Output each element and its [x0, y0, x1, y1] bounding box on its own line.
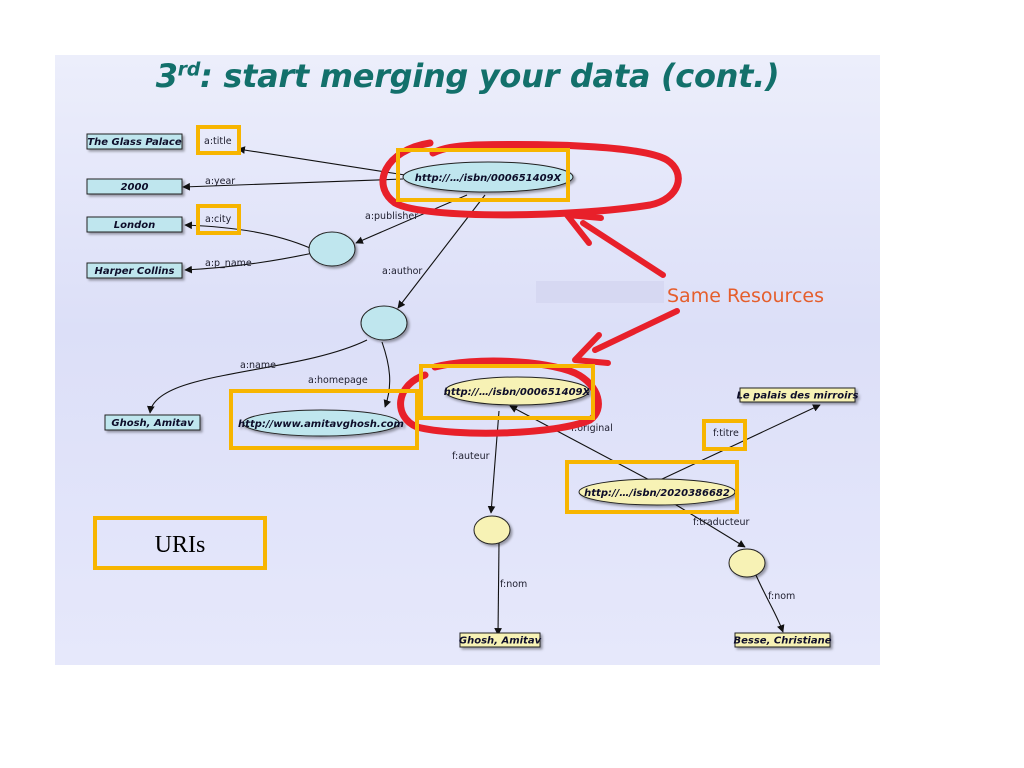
- literal-ghosh-amitav-yellow: Ghosh, Amitav: [459, 636, 542, 647]
- edge-label-auteur: f:auteur: [452, 451, 490, 462]
- callout-same-resources-backdrop: [536, 281, 664, 303]
- literal-ghosh-amitav-blue: Ghosh, Amitav: [111, 418, 194, 429]
- highlight-homepage: [229, 389, 419, 450]
- yellow-literal-besse: Besse, Christiane: [734, 632, 832, 648]
- title-number: 3: [155, 57, 178, 95]
- edge-p-name: [184, 252, 314, 274]
- edge-labels: a:title a:year a:city a:p_name a:publish…: [204, 136, 795, 602]
- edge-label-traducteur: f:traducteur: [693, 517, 750, 528]
- blank-node-auteur: [473, 515, 511, 545]
- edge-label-original: f:original: [571, 423, 613, 434]
- edge-homepage: [381, 341, 391, 408]
- highlight-isbn-blue: [396, 148, 570, 202]
- highlight-f-titre: [702, 419, 747, 451]
- uri-text-isbn-yellow: http://…/isbn/000651409X: [444, 387, 592, 398]
- legend-uris-box: [93, 516, 267, 570]
- red-circle-blue-isbn: [379, 139, 682, 219]
- uri-node-homepage: http://www.amitavghosh.com: [238, 409, 404, 437]
- rdf-graph-diagram: The Glass Palace 2000 London Harper Coll…: [86, 125, 859, 648]
- red-annotations: [379, 139, 682, 437]
- uri-text-isbn-blue: http://…/isbn/000651409X: [415, 173, 563, 184]
- uri-text-isbn-french: http://…/isbn/2020386682: [584, 488, 730, 499]
- highlight-isbn-french: [565, 460, 739, 514]
- red-arrow-upper: [580, 220, 666, 278]
- literal-the-glass-palace: The Glass Palace: [87, 137, 182, 148]
- blank-node-author: [360, 305, 408, 341]
- uri-text-homepage: http://www.amitavghosh.com: [238, 419, 404, 430]
- literal-harper-collins: Harper Collins: [95, 266, 175, 277]
- blank-node-publisher: [308, 231, 356, 267]
- slide-title: 3rd: start merging your data (cont.): [55, 57, 880, 95]
- edge-nom-left: [494, 542, 502, 636]
- edge-year: [182, 178, 404, 191]
- red-arrow-upper-head: [564, 212, 604, 246]
- edge-label-p-name: a:p_name: [205, 258, 252, 269]
- slide: 3rd: start merging your data (cont.): [55, 55, 880, 665]
- edge-label-name: a:name: [240, 360, 276, 371]
- literal-besse-christiane: Besse, Christiane: [734, 636, 832, 647]
- edge-label-year: a:year: [205, 176, 235, 187]
- edge-auteur: [487, 410, 500, 514]
- blank-node-traducteur: [728, 548, 766, 578]
- red-circle-yellow-isbn: [397, 357, 602, 437]
- uri-node-isbn-yellow: http://…/isbn/000651409X: [444, 376, 592, 406]
- yellow-graph-edges: [487, 404, 821, 636]
- edge-label-titre: f:titre: [713, 428, 739, 439]
- blue-literal-london: London: [86, 216, 183, 233]
- edge-city: [184, 221, 311, 249]
- edge-label-nom-right: f:nom: [768, 591, 795, 602]
- highlight-a-title: [196, 125, 241, 155]
- literal-2000: 2000: [121, 182, 149, 193]
- uri-node-isbn-blue: http://…/isbn/000651409X: [402, 161, 574, 193]
- edge-label-author: a:author: [382, 266, 422, 277]
- red-arrow-lower-head: [572, 332, 611, 366]
- edge-publisher: [355, 194, 468, 244]
- edge-label-nom-left: f:nom: [500, 579, 527, 590]
- yellow-literal-ghosh-amitav: Ghosh, Amitav: [459, 632, 542, 648]
- uri-node-isbn-french: http://…/isbn/2020386682: [578, 478, 736, 506]
- literal-le-palais-des-mirroirs: Le palais des mirroirs: [737, 391, 859, 402]
- blue-literal-glass-palace: The Glass Palace: [86, 133, 183, 150]
- blue-literal-harper-collins: Harper Collins: [86, 262, 183, 279]
- legend-uris-label: URIs: [155, 532, 206, 558]
- edge-name: [146, 339, 368, 414]
- title-text: : start merging your data (cont.): [200, 57, 780, 95]
- highlight-a-city: [196, 204, 241, 235]
- edge-titre: [659, 404, 821, 481]
- edge-title: [237, 146, 406, 176]
- edge-label-city: a:city: [205, 214, 232, 225]
- edge-label-homepage: a:homepage: [308, 375, 368, 386]
- edge-label-title: a:title: [204, 136, 232, 147]
- blue-literal-2000: 2000: [86, 178, 183, 195]
- literal-london: London: [114, 220, 156, 231]
- blue-literal-ghosh-amitav: Ghosh, Amitav: [104, 414, 201, 431]
- highlight-isbn-yellow: [419, 364, 595, 420]
- blue-graph-edges: [146, 146, 486, 414]
- edge-nom-right: [754, 572, 785, 633]
- title-ordinal-suffix: rd: [177, 58, 201, 81]
- red-arrow-lower: [592, 308, 680, 353]
- edge-label-publisher: a:publisher: [365, 211, 418, 222]
- callout-same-resources: Same Resources: [667, 285, 824, 307]
- uri-highlight-boxes: [93, 125, 747, 570]
- yellow-literal-palais: Le palais des mirroirs: [737, 387, 859, 403]
